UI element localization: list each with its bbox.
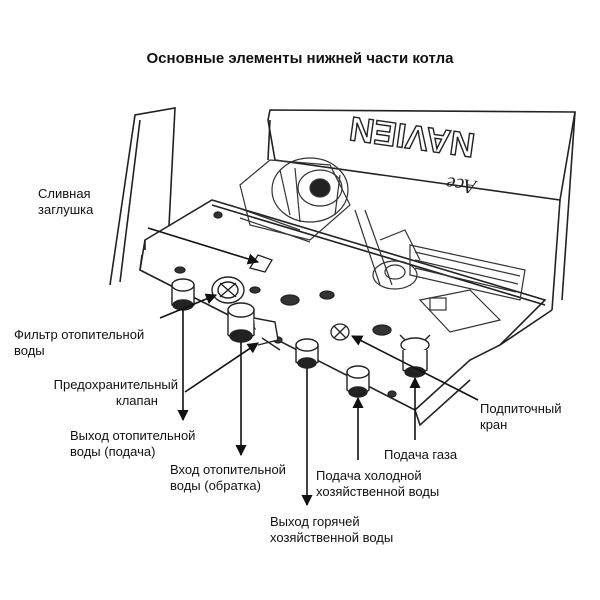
panel-fittings [174,211,397,398]
bottom-panel [139,199,553,427]
gas-fitting [399,334,431,378]
safety-valve-fitting [227,302,281,351]
boiler-body [109,107,576,311]
arrow-drain-plug [147,227,260,265]
diagram-title: Основные элементы нижней части котла [146,50,454,67]
arrow-safety-valve [184,342,259,393]
label-gas-supply: Подача газа [384,447,458,462]
leader-arrows [147,227,479,507]
arrow-heating-filter [159,293,218,319]
arrow-makeup-valve [351,335,479,401]
filter-fitting [211,276,245,304]
hot-water-fitting [295,338,319,369]
model-logo: Ace [445,172,480,198]
internal-components [229,157,526,333]
cold-water-fitting [346,365,370,398]
